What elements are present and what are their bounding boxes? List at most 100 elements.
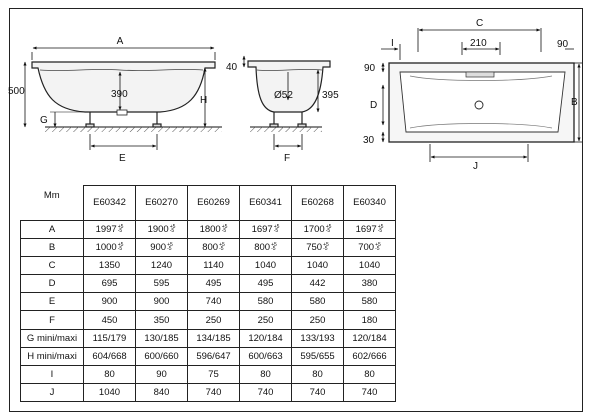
front-view: A 500 390 H G E: [8, 36, 222, 164]
cell-value: 250: [309, 314, 326, 326]
table-cell: 80: [83, 364, 136, 385]
table-cell: 450: [83, 310, 136, 330]
cell-value: 450: [101, 314, 118, 326]
cell-value: 740: [257, 387, 274, 399]
table-cell: 380: [343, 274, 396, 294]
cell-value: 90: [156, 369, 167, 381]
drain-top: [474, 100, 484, 110]
cell-value: 495: [205, 278, 222, 290]
table-cell: 1040: [291, 255, 344, 276]
side-view: 40 Ø52 395 F: [226, 55, 339, 164]
cell-value: 740: [205, 387, 222, 399]
cell-value: 595: [153, 278, 170, 290]
table-cell: 1997+5-5: [83, 219, 136, 239]
cell-value: 1997: [95, 223, 117, 235]
table-cell: 1700+5-5: [291, 219, 344, 239]
table-cell: 90: [135, 364, 188, 385]
tolerance-mark: +5-5: [323, 243, 329, 252]
tolerance-minus: -5: [271, 246, 276, 253]
table-cell: 596/647: [187, 346, 240, 367]
label-i: I: [391, 38, 394, 49]
table-cell: 595: [135, 274, 188, 294]
table-cell: 1800+5-5: [187, 219, 240, 239]
tolerance-minus: -5: [169, 228, 175, 235]
table-cell: 250: [187, 310, 240, 330]
label-g: G: [40, 115, 48, 126]
tolerance-mark: +5-5: [118, 243, 124, 252]
table-cell: 495: [187, 274, 240, 294]
label-j: J: [473, 161, 478, 172]
label-a: A: [117, 36, 124, 47]
side-legs: [269, 112, 307, 128]
dim-500: 500: [8, 86, 25, 97]
cell-value: 900: [101, 296, 118, 308]
tolerance-minus: -5: [221, 228, 227, 235]
cell-value: 740: [361, 387, 378, 399]
cell-value: 1040: [306, 259, 329, 271]
table-cell: 700+5-5: [343, 237, 396, 257]
cell-value: 580: [257, 296, 274, 308]
tolerance-plus: +5: [117, 224, 124, 231]
cell-value: 120/184: [352, 332, 387, 344]
cell-value: 604/668: [92, 350, 127, 362]
cell-value: 600/660: [144, 350, 179, 362]
cell-value: 120/184: [248, 332, 283, 344]
top-view: C 210 I 90 90 D 30 B J: [363, 18, 582, 172]
table-cell: 580: [291, 292, 344, 312]
tolerance-minus: -5: [273, 228, 279, 235]
dim-40: 40: [226, 62, 238, 73]
tolerance-minus: -5: [219, 246, 224, 253]
tolerance-mark: +5-5: [221, 225, 228, 235]
row-label: G mini/maxi: [20, 328, 84, 348]
label-e: E: [119, 153, 126, 164]
tolerance-minus: -5: [325, 228, 331, 235]
table-cell: 900+5-5: [135, 237, 188, 257]
row-label: C: [20, 255, 84, 276]
table-cell: 600/660: [135, 346, 188, 367]
cell-value: 1040: [254, 259, 277, 271]
column-header: E60341: [239, 185, 292, 221]
cell-value: 495: [257, 278, 274, 290]
cell-value: 1697: [251, 223, 273, 235]
water-line: [39, 69, 204, 71]
front-legs: [85, 112, 162, 128]
row-label: I: [20, 364, 84, 385]
cell-value: 1900: [147, 223, 169, 235]
table-cell: 580: [239, 292, 292, 312]
column-header: E60269: [187, 185, 240, 221]
tolerance-minus: -5: [377, 228, 383, 235]
table-cell: 80: [291, 364, 344, 385]
cell-value: 75: [208, 369, 219, 381]
cell-value: 602/666: [352, 350, 387, 362]
table-cell: 740: [187, 292, 240, 312]
table-cell: 1697+5-5: [343, 219, 396, 239]
table-cell: 80: [343, 364, 396, 385]
tolerance-mark: +5-5: [375, 243, 381, 252]
table-cell: 1240: [135, 255, 188, 276]
tolerance-mark: +5-5: [219, 243, 225, 253]
cell-value: 130/185: [144, 332, 179, 344]
cell-value: 80: [364, 369, 375, 381]
table-cell: 695: [83, 274, 136, 294]
cell-value: 840: [153, 387, 170, 399]
cell-value: 350: [153, 314, 170, 326]
cell-value: 115/179: [92, 332, 127, 344]
cell-value: 740: [309, 387, 326, 399]
row-label: J: [20, 383, 84, 403]
table-cell: 1000+5-5: [83, 237, 136, 257]
cell-value: 900: [153, 296, 170, 308]
table-cell: 600/663: [239, 346, 292, 367]
table-cell: 134/185: [187, 328, 240, 348]
tolerance-mark: +5-5: [271, 243, 277, 253]
column-header: E60270: [135, 185, 188, 221]
cell-value: 595/655: [300, 350, 335, 362]
dim-90-right: 90: [557, 39, 569, 50]
dim-90-left: 90: [364, 63, 376, 74]
cell-value: 1140: [203, 259, 224, 271]
table-cell: 604/668: [83, 346, 136, 367]
row-label: A: [20, 219, 84, 239]
